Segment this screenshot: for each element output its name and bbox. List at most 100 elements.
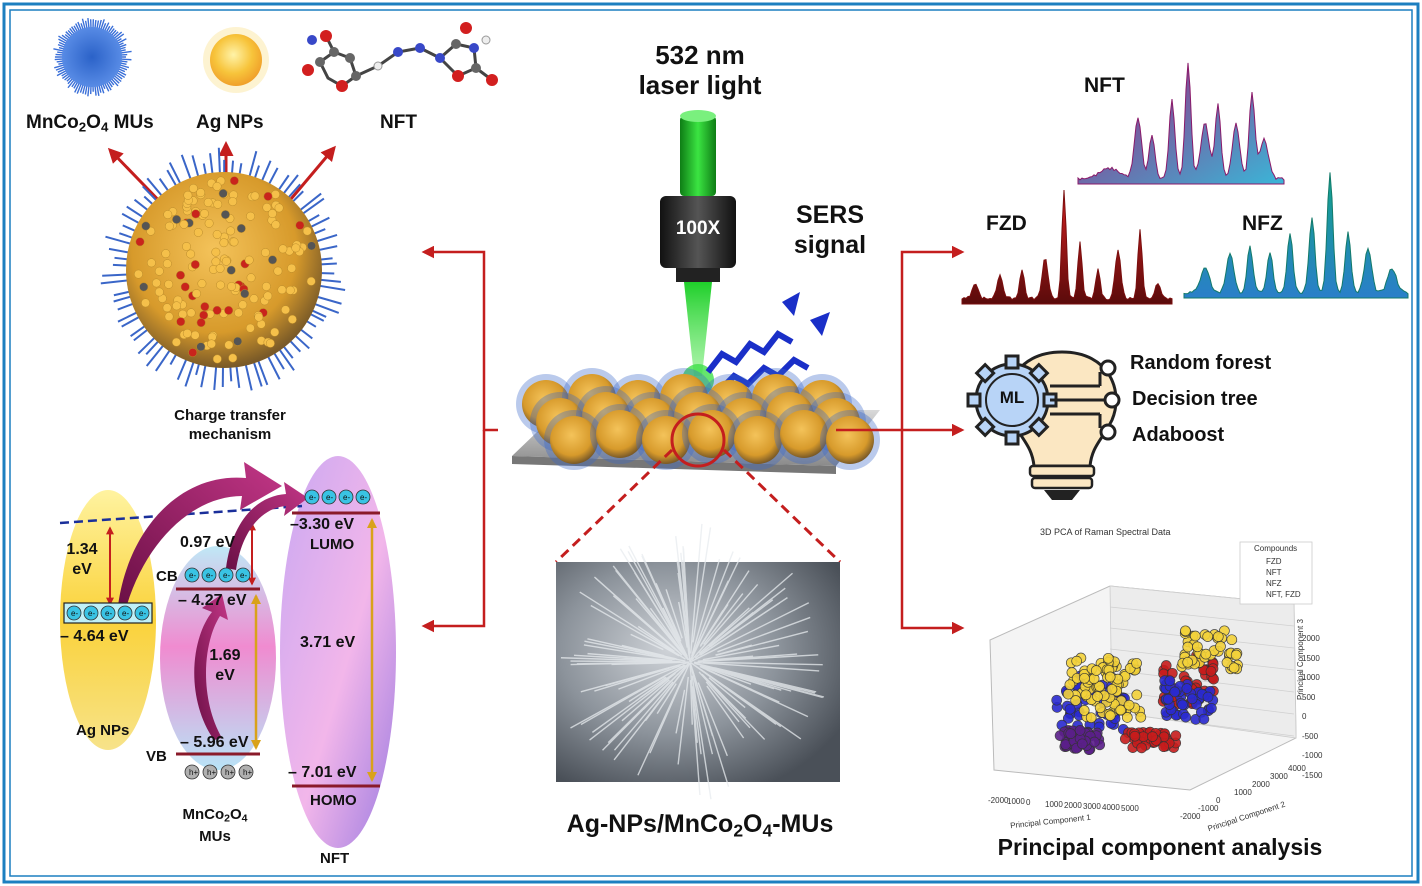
gear-tooth <box>1028 416 1050 438</box>
substrate-nanosphere <box>826 416 874 464</box>
sem-fiber <box>587 652 673 662</box>
pca-point <box>1076 738 1088 750</box>
level-vb-label: – 5.96 eV <box>180 734 249 751</box>
sphere-particle <box>204 218 214 228</box>
nft-band-label: NFT <box>320 850 350 867</box>
sphere-particle <box>268 255 277 265</box>
sphere-particle <box>154 287 164 297</box>
pca-point <box>1104 710 1116 721</box>
sem-fiber <box>665 589 683 639</box>
sphere-particle <box>238 300 248 310</box>
objective-lens-tip <box>676 268 720 282</box>
sem-fiber <box>637 625 675 652</box>
pca-point <box>1051 694 1063 706</box>
sem-fiber <box>628 676 667 703</box>
gap-ag-label: 1.34 eV <box>66 541 98 578</box>
sem-fiber <box>716 630 809 656</box>
pca-legend-title: Compounds <box>1254 544 1298 553</box>
sem-fiber <box>692 527 712 643</box>
pca-tick-pc3: 1000 <box>1302 673 1320 682</box>
sphere-particle <box>199 310 209 320</box>
sem-fiber <box>690 523 703 654</box>
pca-point <box>1085 712 1097 724</box>
sem-fiber <box>579 591 686 660</box>
sphere-particle <box>196 342 206 352</box>
label-nft-top: NFT <box>380 112 417 133</box>
sphere-particle <box>190 260 200 269</box>
hole-circle <box>220 764 236 780</box>
pca-tick-pc2: -1000 <box>1198 804 1219 813</box>
sem-fiber <box>698 607 750 655</box>
charge-transfer-arrow-vb <box>194 594 228 740</box>
sem-fiber <box>694 587 786 659</box>
sem-fiber <box>591 670 679 733</box>
sem-fiber <box>701 673 766 740</box>
ml-item-adaboost: Adaboost <box>1132 424 1225 446</box>
substrate-nanoparticles <box>516 368 880 470</box>
sem-fiber <box>590 604 680 657</box>
level-ag-label: – 4.64 eV <box>60 628 129 645</box>
sem-fiber <box>690 602 810 663</box>
sphere-particle <box>182 328 192 338</box>
hole-symbol: h+ <box>225 768 234 777</box>
substrate-edge <box>512 456 836 474</box>
sphere-particle <box>228 353 238 363</box>
sphere-particle <box>186 249 196 259</box>
electron-circle <box>117 605 133 621</box>
substrate-nanosphere <box>642 416 690 464</box>
sphere-particle <box>229 176 239 186</box>
sem-fiber <box>619 548 678 642</box>
sem-fiber <box>637 673 686 776</box>
sphere-particle <box>263 191 273 201</box>
pca-point <box>1064 703 1076 715</box>
pca-legend-nft-fzd: NFT, FZD <box>1266 590 1301 599</box>
sem-fiber <box>583 644 675 661</box>
electron-circle <box>235 567 251 583</box>
hole-circle <box>238 764 254 780</box>
sem-fiber <box>594 577 670 644</box>
pca-point <box>1104 671 1116 683</box>
sem-fiber <box>708 653 798 662</box>
sphere-particle <box>192 289 201 299</box>
sphere-particle <box>162 303 172 313</box>
electron-circle <box>201 567 217 583</box>
electron-symbol: e- <box>122 609 129 618</box>
sphere-particle <box>164 312 174 322</box>
sphere-particle <box>212 230 222 239</box>
sem-fiber <box>570 664 685 729</box>
pca-tick-pc1: 2000 <box>1064 800 1082 810</box>
pca-tick-pc3: -500 <box>1302 731 1319 741</box>
sphere-particle <box>228 197 238 207</box>
pca-tick-pc1: 0 <box>1026 798 1031 808</box>
pca-point <box>1189 630 1201 642</box>
pca-point <box>1205 665 1217 677</box>
sphere-particle <box>182 242 191 251</box>
pca-tick-pc3: 1500 <box>1302 653 1320 663</box>
ag-np-icon <box>203 27 269 93</box>
pca-point <box>1115 704 1127 716</box>
sphere-particle <box>212 305 222 315</box>
sphere-particle <box>265 338 275 348</box>
vb-holes: h+h+h+h+ <box>184 764 254 780</box>
electron-symbol: e- <box>223 571 230 580</box>
sem-fiber <box>695 665 782 728</box>
nft-molecule-icon <box>318 35 493 88</box>
pca-point <box>1064 679 1076 691</box>
sphere-particle <box>278 244 288 254</box>
sem-fiber <box>587 638 677 660</box>
sem-fiber <box>702 666 753 691</box>
hole-symbol: h+ <box>207 768 216 777</box>
sphere-particle <box>146 258 156 268</box>
pca-tick-pc2: 0 <box>1216 796 1221 805</box>
sphere-particle <box>178 309 188 319</box>
connector-to-pca <box>900 430 965 635</box>
pca-point <box>1136 742 1147 754</box>
nft-molecule-atoms <box>302 22 498 92</box>
pca-point <box>1131 689 1143 701</box>
pca-tick-pc2: 3000 <box>1270 772 1288 781</box>
sem-fiber <box>584 640 686 662</box>
sem-fiber <box>641 555 679 637</box>
